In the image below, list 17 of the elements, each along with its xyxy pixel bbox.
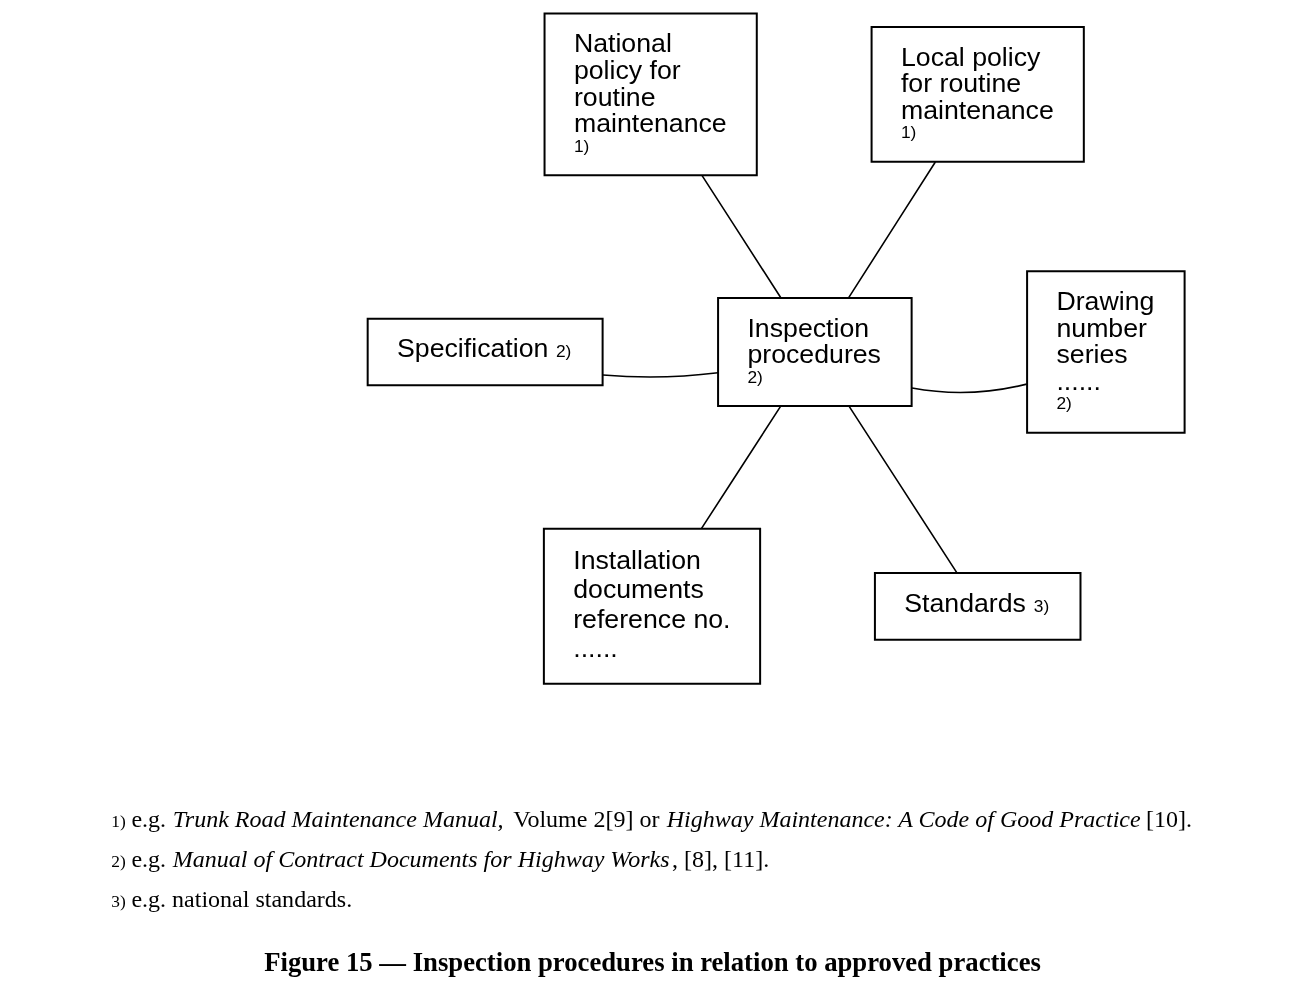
node-box: Local policy for routine maintenance 1) (870, 25, 1085, 163)
connector (701, 174, 782, 299)
connector (847, 161, 937, 299)
label: 1) e.g. Trunk Road Maintenance Manual, Volume 2[9] or Highway Maintenance: A Code of Good Practice[10]. (111, 806, 1192, 833)
node-box: Installation documents reference no. ...... (542, 527, 762, 685)
node-box: Inspection procedures 2) (717, 296, 913, 408)
connector (911, 383, 1028, 394)
label: 3) e.g. national standards. (111, 886, 353, 913)
caption: Figure 15 — Inspection procedures in relation to approved practices (264, 946, 1041, 977)
node-box: Drawing number series ...... 2) (1026, 270, 1186, 434)
connector (848, 405, 958, 574)
node-box: Standards 3) (873, 571, 1082, 641)
node-box: Specification 2) (366, 317, 604, 387)
connector (700, 405, 782, 530)
label: 2) e.g. Manual of Contract Documents for Highway Works, [8], [11]. (111, 846, 770, 873)
node-box: National policy for routine maintenance 1) (543, 12, 758, 177)
connector (602, 371, 719, 378)
